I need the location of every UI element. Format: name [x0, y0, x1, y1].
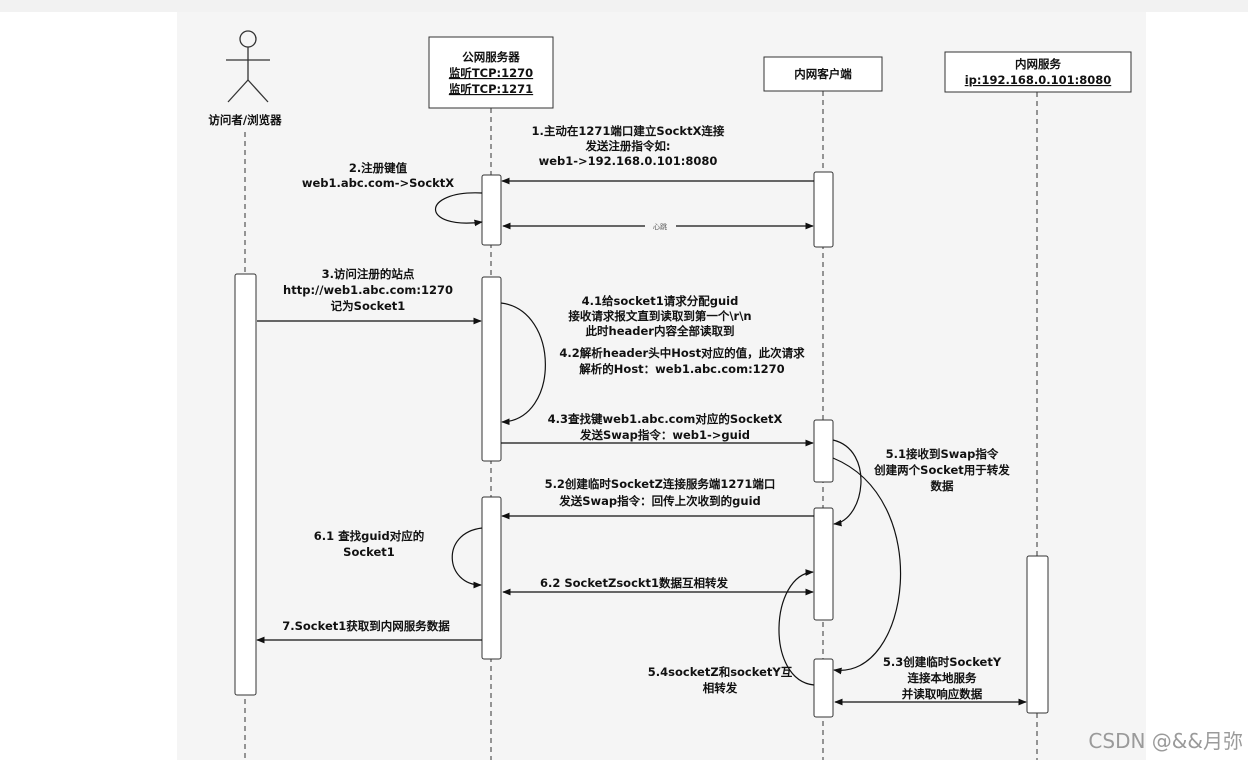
msg-2-line-2: web1.abc.com->SocktX: [302, 176, 454, 190]
activation-client-4: [813, 658, 834, 718]
msg-53-line-1: 5.3创建临时SocketY: [883, 655, 1002, 669]
msg-53-long-arrow: [832, 457, 902, 675]
msg-3-line-3: 记为Socket1: [331, 299, 406, 313]
visitor-label: 访问者/浏览器: [208, 113, 282, 127]
activation-server-3: [481, 496, 502, 660]
msg-51-line-3: 数据: [931, 479, 954, 493]
msg-43-line-2: 发送Swap指令：web1->guid: [579, 428, 750, 442]
activation-client-3: [813, 507, 834, 621]
msg-2-line-1: 2.注册键值: [349, 161, 408, 175]
activation-client-2: [813, 419, 834, 483]
activation-client-1: [813, 171, 834, 248]
msg-4-self-arrow: [500, 302, 546, 426]
msg-42-line-2: 解析的Host：web1.abc.com:1270: [579, 362, 784, 376]
msg-51-line-2: 创建两个Socket用于转发: [873, 463, 1010, 477]
internal-box: [944, 51, 1132, 93]
msg-1-line-3: web1->192.168.0.101:8080: [539, 154, 718, 168]
msg-61-self-arrow: [451, 527, 483, 589]
heartbeat-label: 心跳: [653, 222, 667, 231]
server-tcp-1270: 监听TCP:1270: [449, 66, 533, 80]
top-bar: [0, 0, 1248, 12]
msg-61-line-1: 6.1 查找guid对应的: [314, 529, 424, 543]
msg-41-line-1: 4.1给socket1请求分配guid: [582, 294, 739, 308]
activation-internal: [1026, 555, 1049, 714]
msg-53-line-3: 并读取响应数据: [902, 687, 983, 701]
activation-server-1: [481, 174, 502, 246]
msg-41-line-3: 此时header内容全部读取到: [586, 324, 735, 338]
activation-visitor: [234, 273, 257, 696]
server-title: 公网服务器: [462, 50, 520, 64]
msg-54-arrow: [778, 569, 815, 686]
server-tcp-1271: 监听TCP:1271: [449, 82, 533, 96]
msg-3-line-2: http://web1.abc.com:1270: [283, 283, 453, 297]
msg-3-line-1: 3.访问注册的站点: [322, 267, 415, 281]
server-box: [428, 36, 554, 109]
msg-2-self-arrow: [435, 192, 483, 227]
msg-51-self-arrow: [832, 439, 862, 527]
csdn-watermark: CSDN @&&月弥: [1088, 729, 1243, 753]
msg-54-line-1: 5.4socketZ和socketY互: [648, 665, 793, 679]
msg-7-label: 7.Socket1获取到内网服务数据: [282, 619, 450, 633]
activation-server-2: [481, 276, 502, 462]
msg-52-line-1: 5.2创建临时SocketZ连接服务端1271端口: [545, 477, 776, 491]
diagram-canvas: [177, 12, 1146, 760]
msg-54-line-2: 相转发: [703, 681, 738, 695]
msg-62-label: 6.2 SocketZsockt1数据互相转发: [540, 576, 729, 590]
msg-52-line-2: 发送Swap指令：回传上次收到的guid: [558, 494, 761, 508]
internal-title: 内网服务: [1015, 57, 1061, 71]
msg-53-line-2: 连接本地服务: [908, 671, 977, 685]
msg-1-line-2: 发送注册指令如:: [584, 139, 670, 153]
msg-51-line-1: 5.1接收到Swap指令: [886, 447, 999, 461]
msg-42-line-1: 4.2解析header头中Host对应的值，此次请求: [559, 346, 805, 360]
internal-ip: ip:192.168.0.101:8080: [965, 73, 1112, 87]
msg-43-line-1: 4.3查找键web1.abc.com对应的SocketX: [548, 412, 783, 426]
actor-icon: [226, 30, 270, 103]
client-title: 内网客户端: [794, 67, 852, 81]
msg-1-line-1: 1.主动在1271端口建立SocktX连接: [532, 124, 725, 138]
client-box: [763, 56, 883, 92]
msg-41-line-2: 接收请求报文直到读取到第一个\r\n: [568, 309, 751, 323]
msg-61-line-2: Socket1: [343, 545, 395, 559]
